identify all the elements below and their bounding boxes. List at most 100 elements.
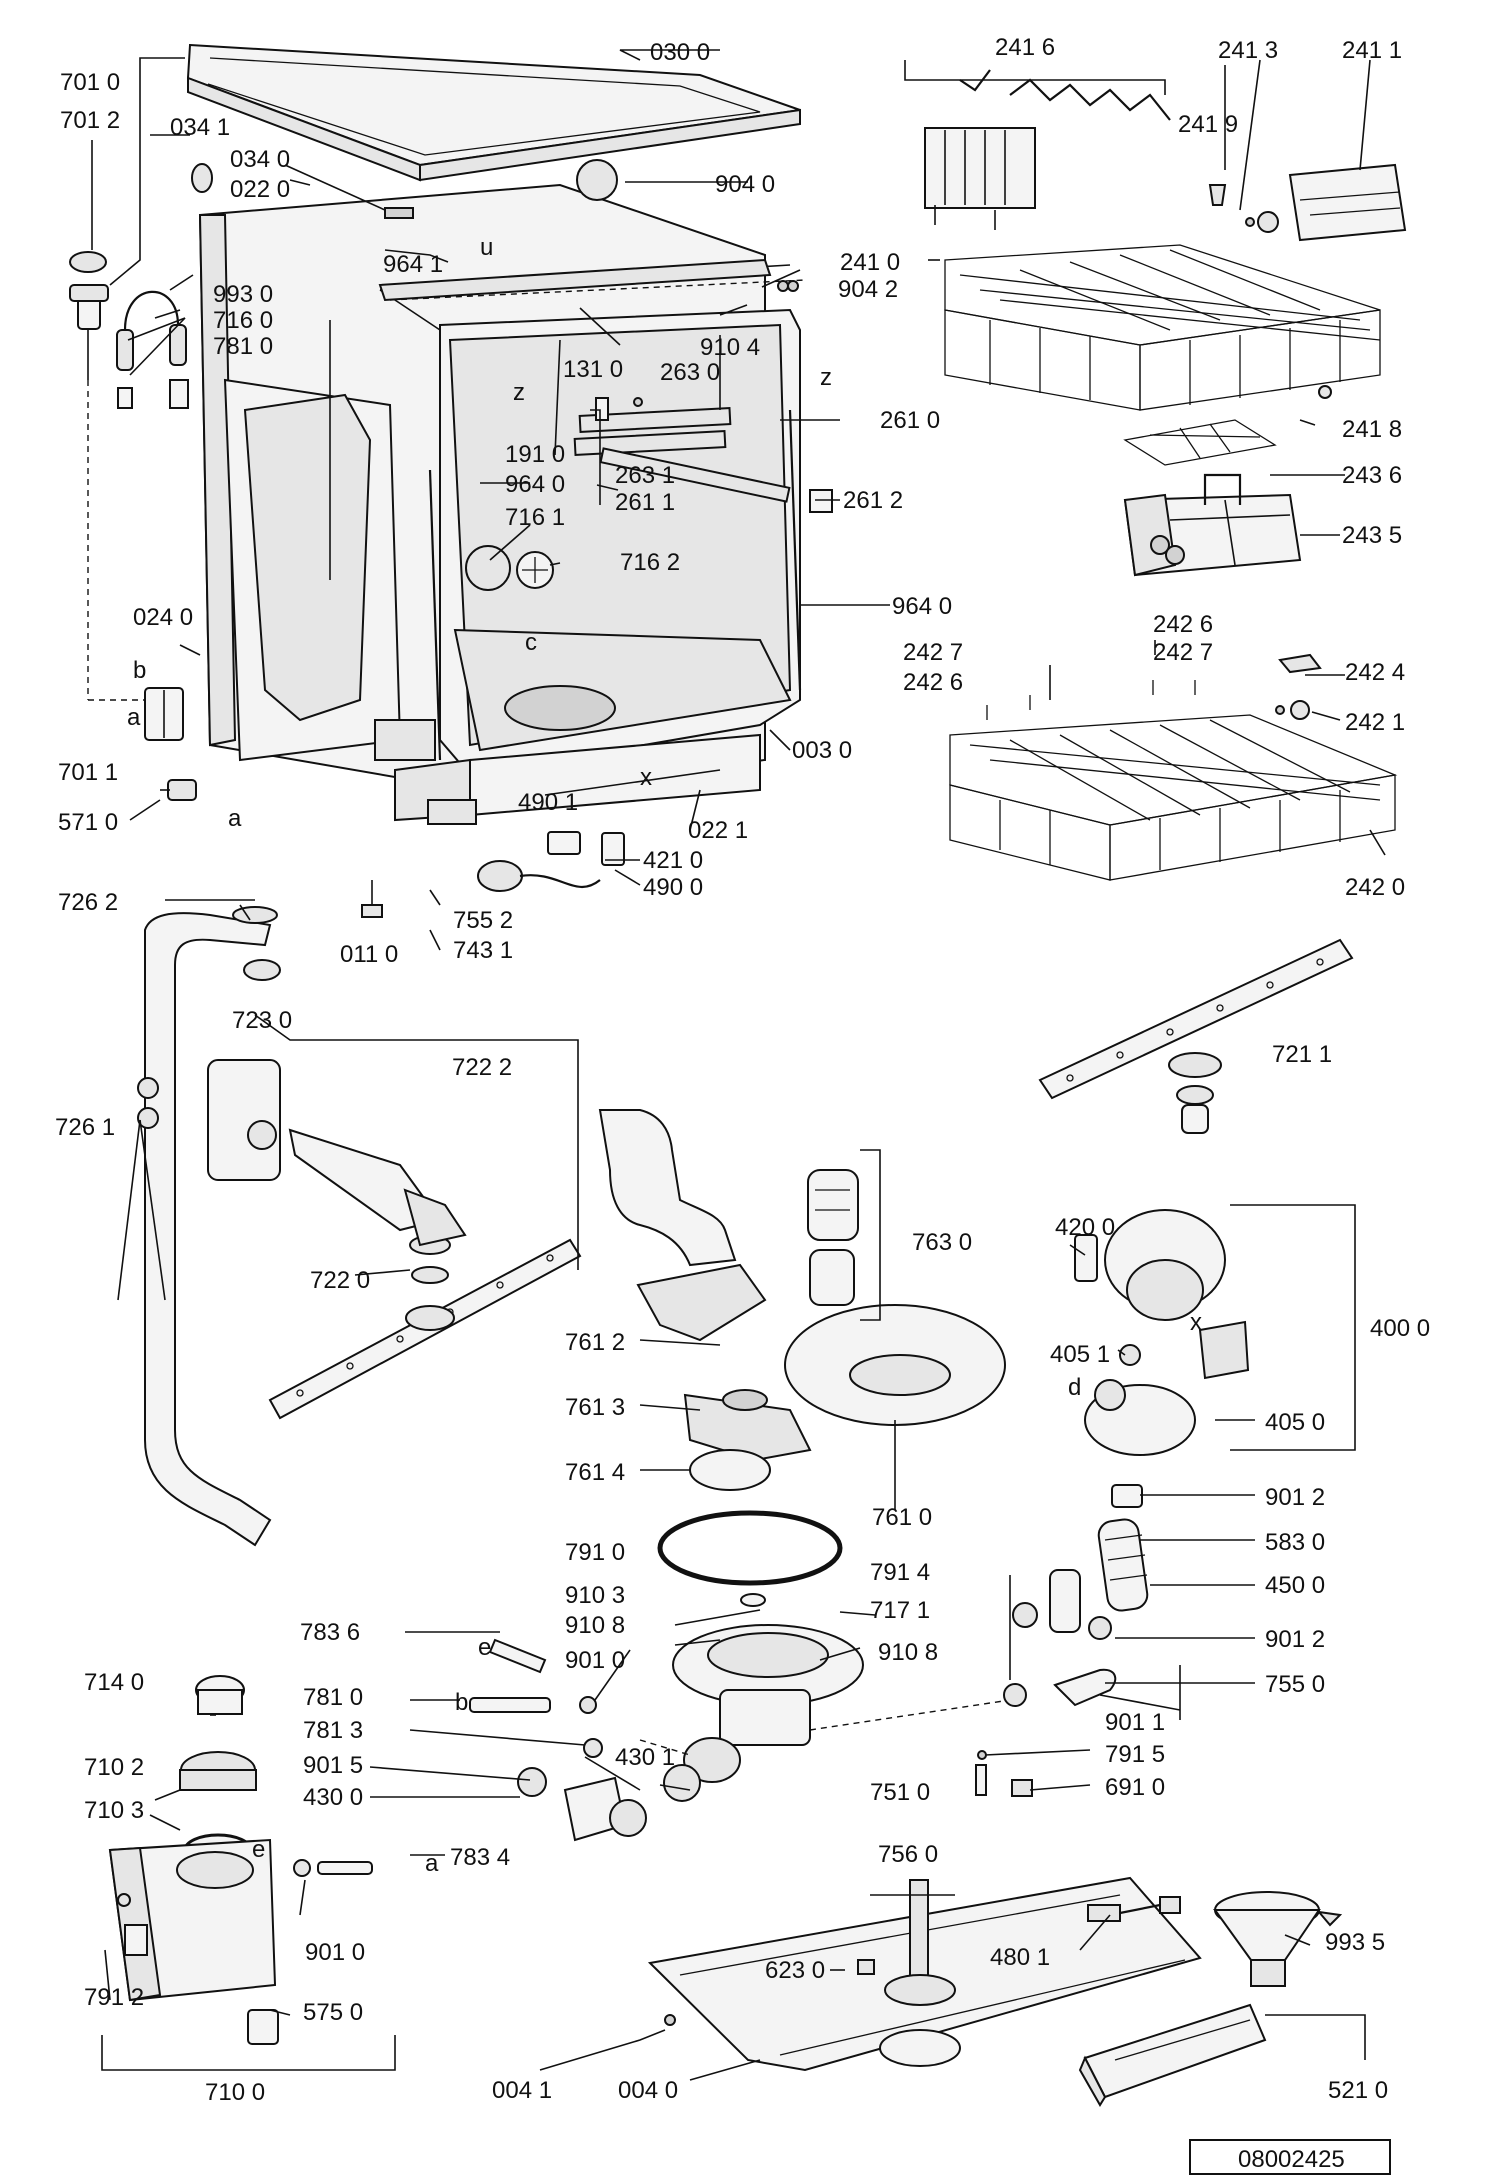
label-263-1: 263 1: [615, 462, 675, 489]
inlet-hose-assembly: [69, 251, 189, 701]
label-242-1: 242 1: [1345, 709, 1405, 736]
label-710-3: 710 3: [84, 1797, 144, 1824]
detergent-funnel: [1213, 1891, 1343, 1987]
label-241-6: 241 6: [995, 34, 1055, 61]
label-901-2-upper: 901 2: [1265, 1484, 1325, 1511]
label-420-0: 420 0: [1055, 1214, 1115, 1241]
label-783-4: 783 4: [450, 1844, 510, 1871]
label-761-0: 761 0: [872, 1504, 932, 1531]
label-421-0: 421 0: [643, 847, 703, 874]
label-710-0: 710 0: [205, 2079, 265, 2106]
label-901-5: 901 5: [303, 1752, 363, 1779]
ref-letter-c: c: [525, 629, 537, 656]
ref-letter-e-softener: e: [252, 1836, 265, 1863]
label-241-9: 241 9: [1178, 111, 1238, 138]
ref-letter-z-left: z: [513, 379, 525, 406]
label-763-0: 763 0: [912, 1229, 972, 1256]
label-791-2: 791 2: [84, 1984, 144, 2011]
drain-motor-parts: [361, 799, 625, 918]
label-993-0: 993 0: [213, 281, 273, 308]
label-781-0-upper: 781 0: [213, 333, 273, 360]
label-004-1: 004 1: [492, 2077, 552, 2104]
ref-letter-a-door: a: [127, 704, 141, 731]
label-964-0-upper: 964 0: [505, 471, 565, 498]
label-242-6-top: 242 6: [1153, 611, 1213, 638]
label-701-0: 701 0: [60, 69, 120, 96]
label-756-0: 756 0: [878, 1841, 938, 1868]
label-791-5: 791 5: [1105, 1741, 1165, 1768]
label-791-4: 791 4: [870, 1559, 930, 1586]
label-901-2-lower: 901 2: [1265, 1626, 1325, 1653]
label-430-1: 430 1: [615, 1744, 675, 1771]
label-743-1: 743 1: [453, 937, 513, 964]
lower-basket: [949, 653, 1398, 881]
label-241-1: 241 1: [1342, 37, 1402, 64]
label-691-0: 691 0: [1105, 1774, 1165, 1801]
label-011-0: 011 0: [340, 941, 398, 968]
label-781-3: 781 3: [303, 1717, 363, 1744]
ref-letter-a-switch: a: [228, 805, 242, 832]
leader-lines: [91, 49, 1386, 2081]
label-783-6: 783 6: [300, 1619, 360, 1646]
circulation-pump: [1074, 1209, 1250, 1508]
control-panel-module: [1078, 2003, 1267, 2107]
label-022-1: 022 1: [688, 817, 748, 844]
label-034-1: 034 1: [170, 114, 230, 141]
label-716-0: 716 0: [213, 307, 273, 334]
softener-hoses: [293, 1638, 647, 1877]
label-901-0-lower: 901 0: [305, 1939, 365, 1966]
upper-spray-arm: [1038, 938, 1354, 1134]
label-761-2: 761 2: [565, 1329, 625, 1356]
label-450-0: 450 0: [1265, 1572, 1325, 1599]
label-716-2: 716 2: [620, 549, 680, 576]
label-910-8-right: 910 8: [878, 1639, 938, 1666]
reference-letters: z z c x b a a u x d e b e a: [127, 234, 1202, 1877]
label-261-0: 261 0: [880, 407, 940, 434]
label-242-6-left: 242 6: [903, 669, 963, 696]
part-labels: 030 0 701 0 701 2 034 1 034 0 022 0 904 …: [55, 34, 1430, 2106]
ref-letter-z-right: z: [820, 364, 832, 391]
label-261-1: 261 1: [615, 489, 675, 516]
label-716-1: 716 1: [505, 504, 565, 531]
label-024-0: 024 0: [133, 604, 193, 631]
base-tray: [647, 1876, 1202, 2072]
label-755-0: 755 0: [1265, 1671, 1325, 1698]
label-723-0: 723 0: [232, 1007, 292, 1034]
label-751-0: 751 0: [870, 1779, 930, 1806]
pump-hoses: [975, 1518, 1149, 1797]
label-034-0: 034 0: [230, 146, 290, 173]
label-003-0: 003 0: [792, 737, 852, 764]
label-022-0: 022 0: [230, 176, 290, 203]
label-904-2: 904 2: [838, 276, 898, 303]
worktop-lid: [186, 43, 801, 182]
ref-letter-x-tub: x: [640, 764, 652, 791]
drawing-number: 08002425: [1238, 2146, 1345, 2173]
label-761-3: 761 3: [565, 1394, 625, 1421]
label-430-0: 430 0: [303, 1784, 363, 1811]
cutlery-basket: [1123, 473, 1302, 577]
label-131-0: 131 0: [563, 356, 623, 383]
label-261-2: 261 2: [843, 487, 903, 514]
label-004-0: 004 0: [618, 2077, 678, 2104]
lower-spray-arm: [207, 1059, 582, 1420]
label-722-2: 722 2: [452, 1054, 512, 1081]
ref-letter-x-pump: x: [1190, 1309, 1202, 1336]
label-726-1: 726 1: [55, 1114, 115, 1141]
label-791-0: 791 0: [565, 1539, 625, 1566]
label-243-6: 243 6: [1342, 462, 1402, 489]
label-721-1: 721 1: [1272, 1041, 1332, 1068]
label-242-4: 242 4: [1345, 659, 1405, 686]
water-tube: [137, 906, 281, 1547]
ref-letter-a-hose: a: [425, 1850, 439, 1877]
label-761-4: 761 4: [565, 1459, 625, 1486]
label-571-0: 571 0: [58, 809, 118, 836]
door-switch-lock: [144, 687, 197, 801]
label-722-0: 722 0: [310, 1267, 370, 1294]
label-405-0: 405 0: [1265, 1409, 1325, 1436]
label-241-3: 241 3: [1218, 37, 1278, 64]
label-490-0: 490 0: [643, 874, 703, 901]
label-781-0-lower: 781 0: [303, 1684, 363, 1711]
label-030-0: 030 0: [650, 39, 710, 66]
label-490-1: 490 1: [518, 789, 578, 816]
